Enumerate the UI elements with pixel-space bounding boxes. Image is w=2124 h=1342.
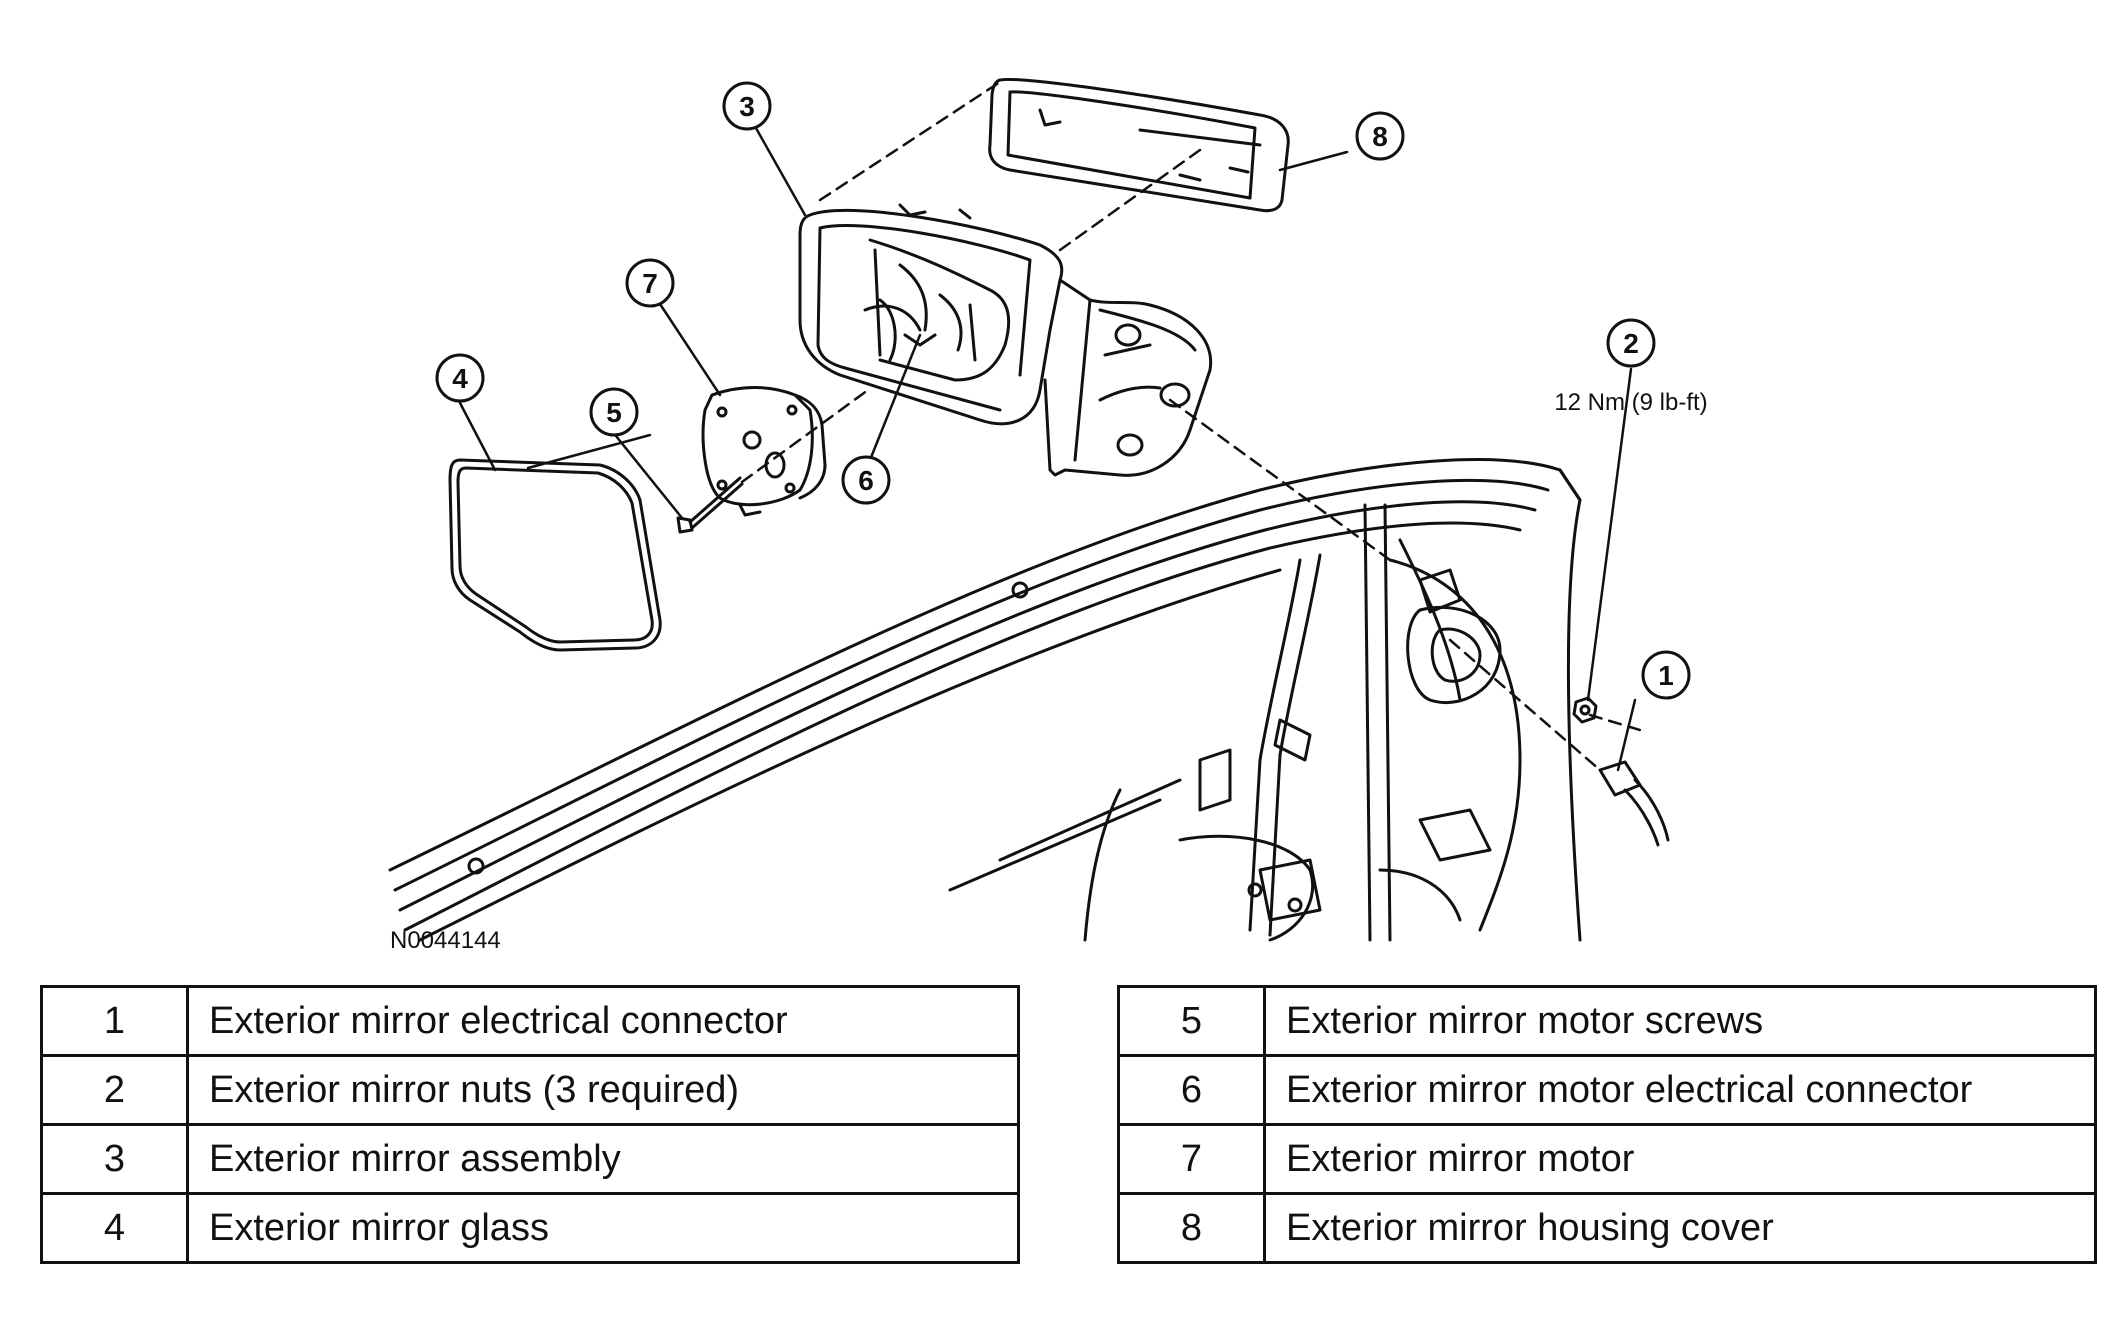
legend-row: 8 Exterior mirror housing cover xyxy=(1117,1192,2097,1264)
legend-number: 5 xyxy=(1117,985,1266,1057)
callout-2: 2 xyxy=(1606,318,1656,368)
door-frame xyxy=(388,458,1582,942)
svg-text:3: 3 xyxy=(739,91,755,122)
exploded-view-diagram: 1 2 3 4 5 6 7 8 12 Nm (9 lb- xyxy=(388,78,1708,954)
legend-number: 2 xyxy=(40,1054,189,1126)
legend-row: 4 Exterior mirror glass xyxy=(40,1192,1020,1264)
svg-text:8: 8 xyxy=(1372,121,1388,152)
legend-number: 6 xyxy=(1117,1054,1266,1126)
legend-row: 2 Exterior mirror nuts (3 required) xyxy=(40,1054,1020,1126)
mirror-assembly xyxy=(798,203,1213,477)
callout-7: 7 xyxy=(625,258,675,308)
assembly-lines xyxy=(740,80,1642,772)
legend-number: 1 xyxy=(40,985,189,1057)
callout-6: 6 xyxy=(841,455,891,505)
torque-spec: 12 Nm (9 lb-ft) xyxy=(1554,389,1707,416)
legend-description: Exterior mirror motor xyxy=(1263,1123,2097,1195)
callout-1: 1 xyxy=(1641,650,1691,700)
legend-row: 6 Exterior mirror motor electrical conne… xyxy=(1117,1054,2097,1126)
svg-text:6: 6 xyxy=(858,465,874,496)
motor-screw xyxy=(676,476,744,534)
legend-row: 1 Exterior mirror electrical connector xyxy=(40,985,1020,1057)
legend-table-right: 5 Exterior mirror motor screws 6 Exterio… xyxy=(1117,985,2097,1264)
legend-description: Exterior mirror motor screws xyxy=(1263,985,2097,1057)
housing-cover xyxy=(988,78,1290,213)
legend-number: 4 xyxy=(40,1192,189,1264)
electrical-connector xyxy=(1598,760,1670,847)
legend-table-left: 1 Exterior mirror electrical connector 2… xyxy=(40,985,1020,1264)
svg-text:4: 4 xyxy=(452,363,468,394)
legend-description: Exterior mirror electrical connector xyxy=(186,985,1020,1057)
legend-row: 3 Exterior mirror assembly xyxy=(40,1123,1020,1195)
svg-text:1: 1 xyxy=(1658,660,1674,691)
figure-id: N0044144 xyxy=(390,927,501,954)
legend-number: 3 xyxy=(40,1123,189,1195)
callout-5: 5 xyxy=(589,387,639,437)
mirror-nut xyxy=(1572,696,1598,724)
mirror-motor xyxy=(701,386,827,517)
legend-description: Exterior mirror housing cover xyxy=(1263,1192,2097,1264)
callout-8: 8 xyxy=(1355,111,1405,161)
legend-row: 5 Exterior mirror motor screws xyxy=(1117,985,2097,1057)
legend-description: Exterior mirror assembly xyxy=(186,1123,1020,1195)
svg-text:5: 5 xyxy=(606,397,622,428)
legend-description: Exterior mirror nuts (3 required) xyxy=(186,1054,1020,1126)
legend-row: 7 Exterior mirror motor xyxy=(1117,1123,2097,1195)
legend-number: 8 xyxy=(1117,1192,1266,1264)
callout-leaders xyxy=(458,119,1637,772)
svg-text:2: 2 xyxy=(1623,328,1639,359)
legend-number: 7 xyxy=(1117,1123,1266,1195)
callout-3: 3 xyxy=(722,81,772,131)
mirror-glass xyxy=(448,458,662,652)
callout-4: 4 xyxy=(435,353,485,403)
legend-description: Exterior mirror glass xyxy=(186,1192,1020,1264)
legend-description: Exterior mirror motor electrical connect… xyxy=(1263,1054,2097,1126)
svg-text:7: 7 xyxy=(642,268,658,299)
